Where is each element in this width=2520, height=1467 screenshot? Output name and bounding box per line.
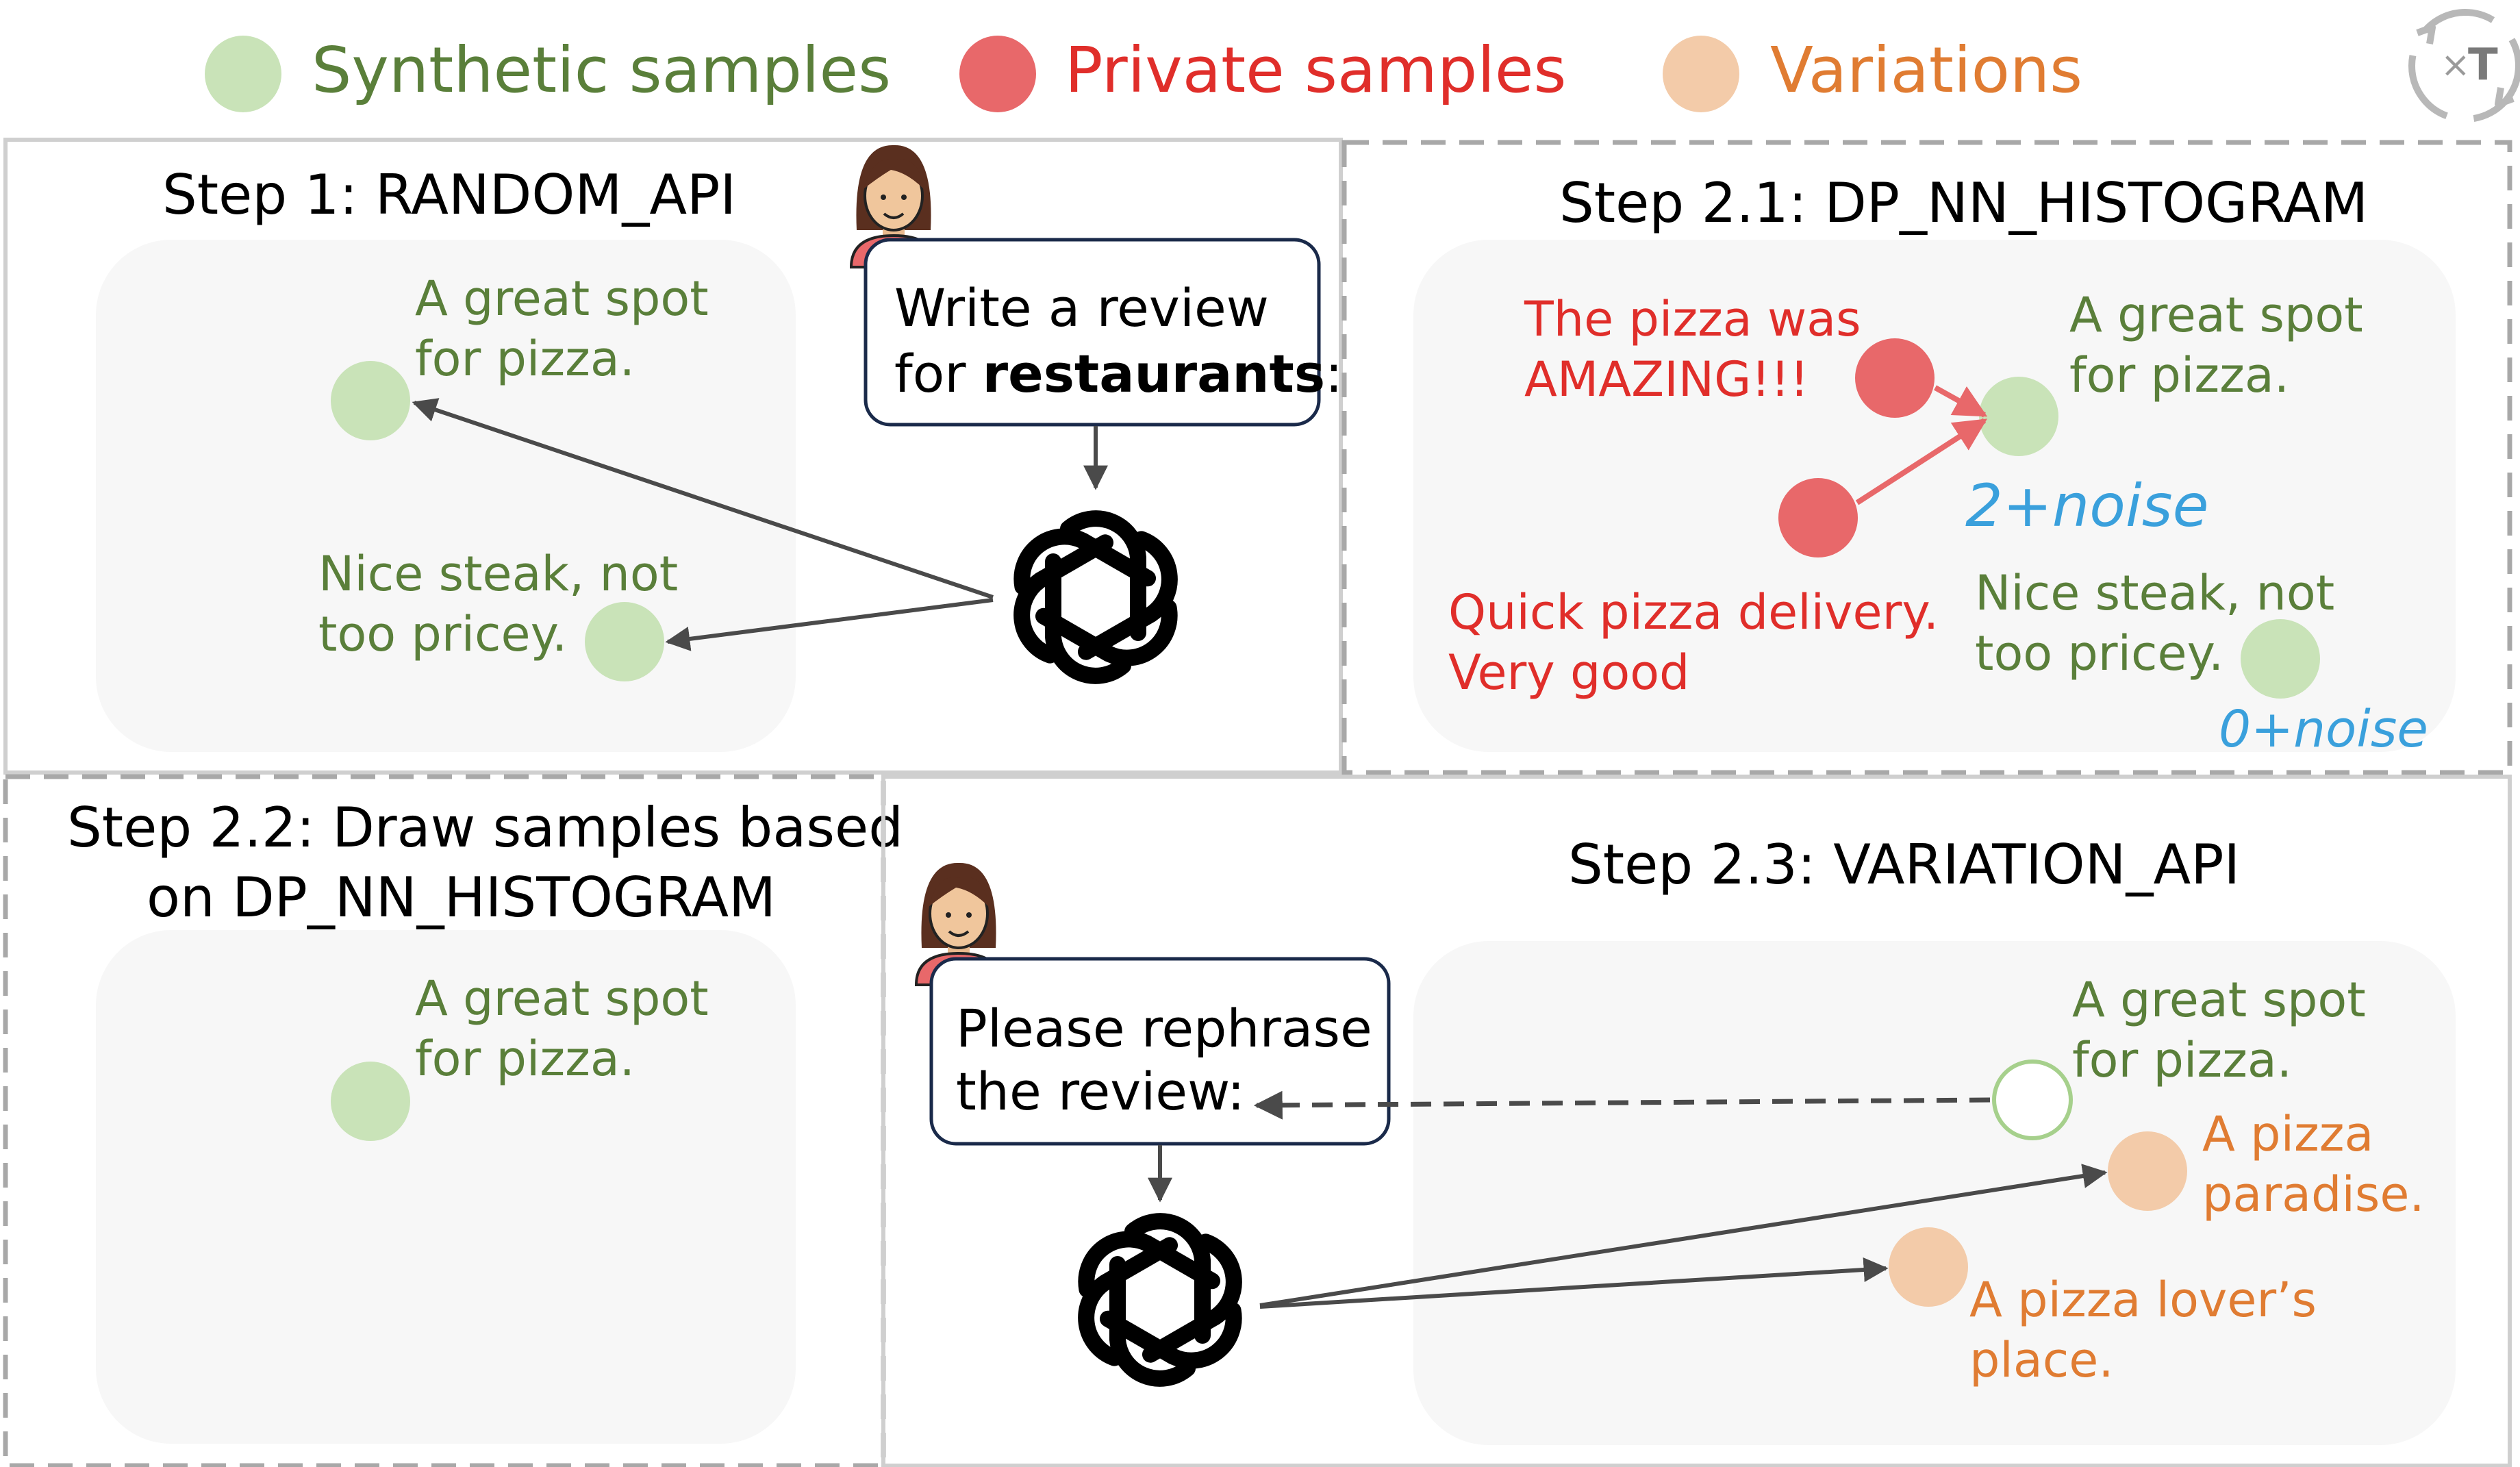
step1-sample-dot-1 bbox=[331, 361, 410, 440]
step21-sample2-count: 0+noise bbox=[2219, 700, 2428, 759]
step21-private-dot-2 bbox=[1778, 478, 1858, 557]
step1-sample-dot-2 bbox=[585, 602, 664, 681]
svg-text:×: × bbox=[2441, 45, 2471, 86]
step21-title: Step 2.1: DP_NN_HISTOGRAM bbox=[1559, 171, 2368, 235]
step21-sample2-line2: too pricey. bbox=[1975, 625, 2223, 681]
step21-sample1-line1: A great spot bbox=[2069, 287, 2363, 343]
step21-private2-line1: Quick pizza delivery. bbox=[1448, 584, 1939, 640]
legend-variations-label: Variations bbox=[1770, 34, 2082, 107]
step21-sample-dot-1 bbox=[1979, 377, 2058, 456]
legend-private-dot bbox=[959, 36, 1036, 112]
step21-sample-dot-2 bbox=[2241, 619, 2320, 699]
step21-private1-line1: The pizza was bbox=[1524, 291, 1861, 347]
step1-sample2-line1: Nice steak, not bbox=[318, 546, 678, 602]
step22-sample-line1: A great spot bbox=[415, 970, 709, 1027]
step23-variation2-line1: A pizza lover’s bbox=[1969, 1272, 2317, 1328]
step22-sample-dot bbox=[331, 1062, 410, 1141]
legend-synthetic-label: Synthetic samples bbox=[312, 34, 891, 107]
step22-title-line1: Step 2.2: Draw samples based bbox=[67, 796, 903, 860]
step21-sample2-line1: Nice steak, not bbox=[1975, 565, 2334, 621]
step23-title: Step 2.3: VARIATION_API bbox=[1568, 833, 2240, 896]
step1-prompt-bubble bbox=[864, 238, 1321, 427]
step23-variation1-line1: A pizza bbox=[2202, 1106, 2373, 1162]
cycle-times-t-icon: × T bbox=[2408, 9, 2520, 123]
step21-private1-line2: AMAZING!!! bbox=[1524, 351, 1809, 408]
step21-panel: Step 2.1: DP_NN_HISTOGRAM The pizza was … bbox=[1341, 140, 2512, 775]
svg-text:T: T bbox=[2468, 40, 2498, 90]
legend-variations-dot bbox=[1663, 36, 1739, 112]
legend: Synthetic samples Private samples Variat… bbox=[205, 34, 2082, 112]
openai-logo-icon bbox=[1013, 510, 1178, 684]
step1-sample2-line2: too pricey. bbox=[318, 606, 567, 662]
step1-sample1-line1: A great spot bbox=[415, 271, 709, 327]
step21-sample1-count: 2+noise bbox=[1965, 472, 2209, 540]
legend-private-label: Private samples bbox=[1065, 34, 1566, 107]
step1-title: Step 1: RANDOM_API bbox=[162, 163, 736, 227]
step23-panel: Step 2.3: VARIATION_API Please rephrase … bbox=[881, 775, 2512, 1467]
step1-panel: Step 1: RANDOM_API A great spot for pizz… bbox=[3, 138, 1343, 775]
step21-private-dot-1 bbox=[1855, 338, 1935, 418]
step23-prompt-line1: Please rephrase bbox=[956, 998, 1372, 1059]
openai-logo-icon bbox=[1078, 1213, 1242, 1387]
step1-prompt-line2: for restaurants: bbox=[894, 343, 1343, 404]
step1-sample1-line2: for pizza. bbox=[415, 331, 635, 387]
step23-source-line2: for pizza. bbox=[2072, 1032, 2292, 1088]
legend-synthetic-dot bbox=[205, 36, 281, 112]
step22-panel: Step 2.2: Draw samples based on DP_NN_HI… bbox=[3, 774, 903, 1467]
step23-variation2-line2: place. bbox=[1969, 1332, 2114, 1388]
step23-variation-dot-1 bbox=[2108, 1131, 2187, 1211]
step23-source-line1: A great spot bbox=[2072, 972, 2366, 1028]
step21-private2-line2: Very good bbox=[1448, 644, 1690, 701]
step1-prompt-line1: Write a review bbox=[894, 277, 1269, 338]
step21-sample1-line2: for pizza. bbox=[2069, 347, 2289, 403]
step23-prompt-line2: the review: bbox=[956, 1061, 1245, 1122]
step22-sample-line2: for pizza. bbox=[415, 1031, 635, 1087]
step23-variation-dot-2 bbox=[1889, 1227, 1968, 1307]
step23-source-dot bbox=[1992, 1060, 2073, 1140]
step23-variation1-line2: paradise. bbox=[2202, 1166, 2425, 1222]
step22-title-line2: on DP_NN_HISTOGRAM bbox=[147, 866, 776, 929]
